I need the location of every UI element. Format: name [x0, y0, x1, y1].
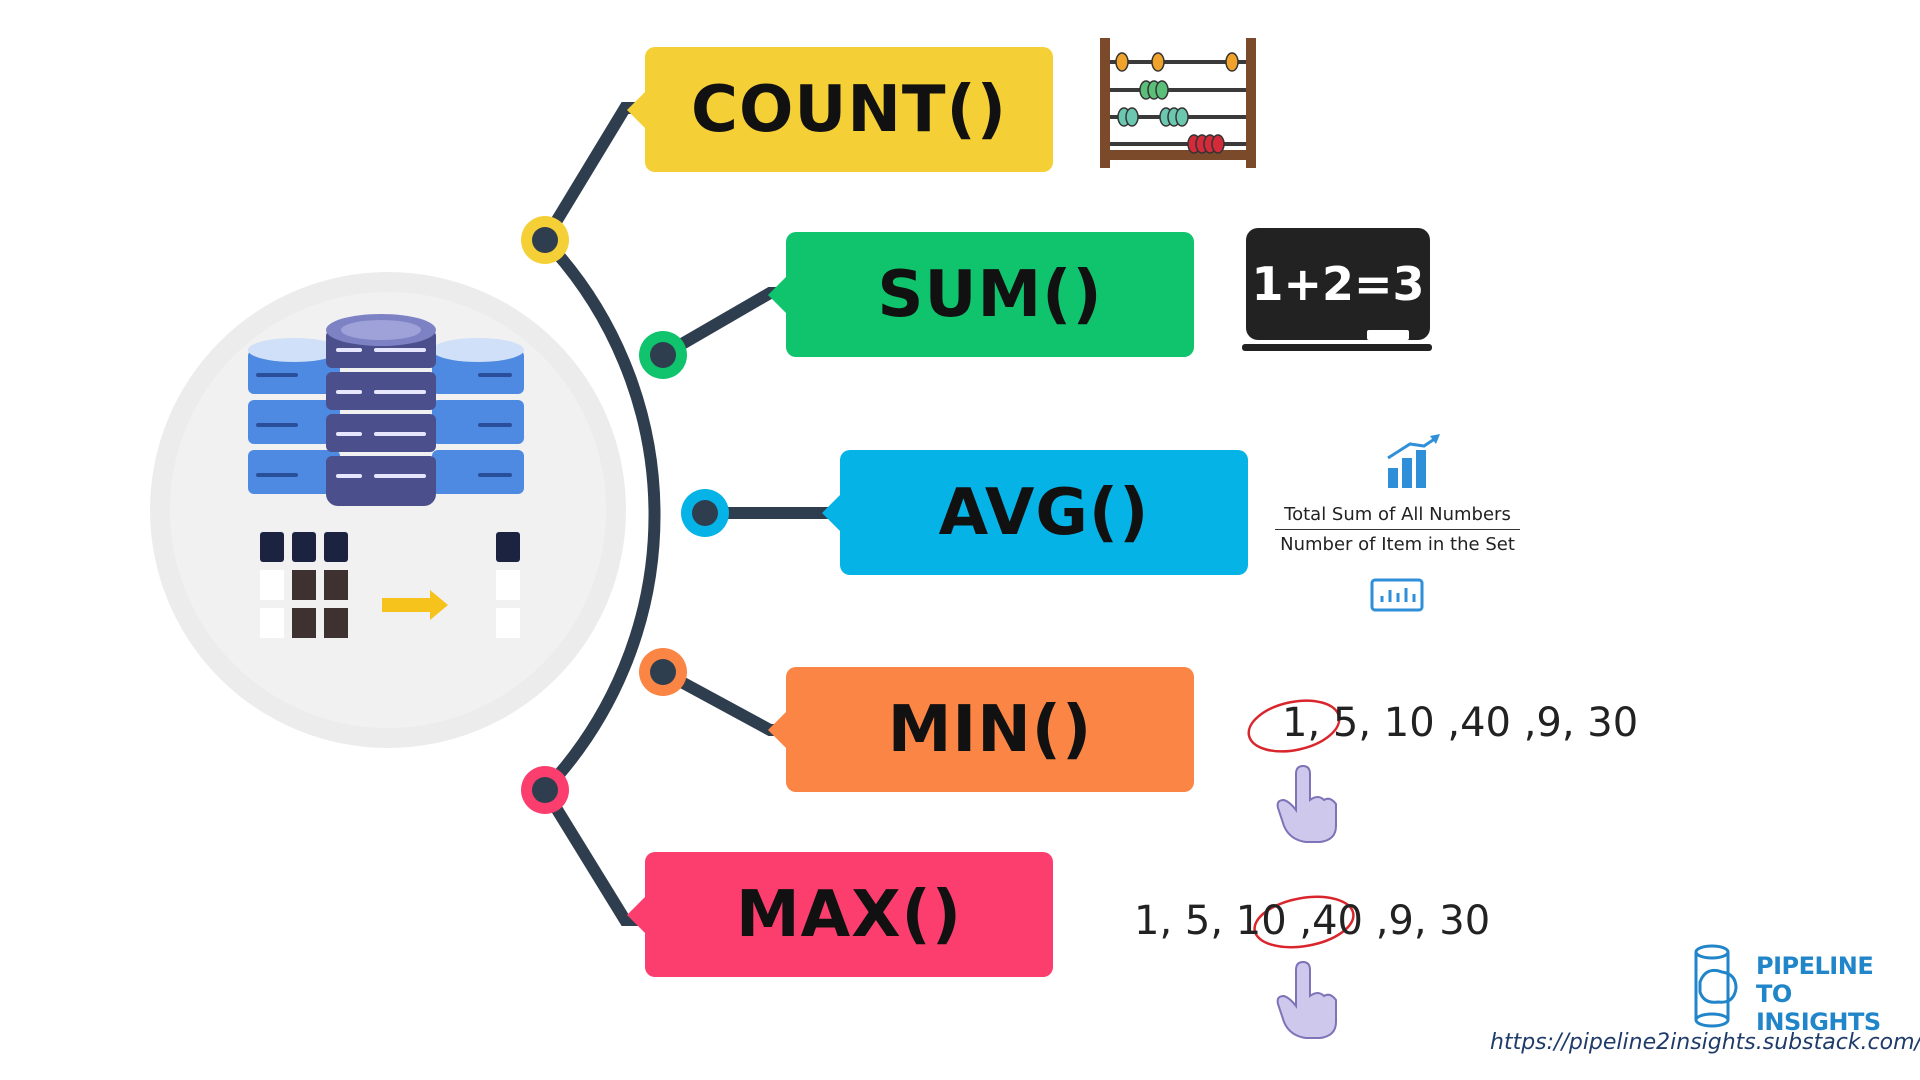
database-icon — [248, 314, 524, 506]
hand-pointer-icon — [1276, 960, 1337, 1039]
min-highlight-circle — [1247, 699, 1341, 753]
node-sum — [639, 331, 687, 379]
box-pointer — [627, 91, 645, 128]
chalkboard-eraser — [1367, 330, 1409, 340]
formula-numerator: Total Sum of All Numbers — [1275, 504, 1520, 530]
avg-function-box: AVG() — [822, 450, 1248, 575]
box-pointer — [768, 276, 786, 313]
min-example-list: 1, 5, 10 ,40 ,9, 30 — [1282, 700, 1639, 746]
sum-function-box: SUM() — [768, 232, 1194, 357]
brand-line-1: PIPELINE — [1756, 952, 1874, 980]
brand-url[interactable]: https://pipeline2insights.substack.com/ — [1490, 1030, 1920, 1055]
chalkboard-icon: 1+2=3 — [1246, 228, 1430, 340]
avg-label: AVG() — [938, 475, 1150, 550]
brain-logo-icon — [1694, 944, 1738, 1028]
node-max — [521, 766, 569, 814]
hand-pointer-icon — [1276, 764, 1337, 843]
box-pointer — [822, 494, 840, 531]
avg-formula: Total Sum of All Numbers Number of Item … — [1275, 504, 1520, 555]
count-label: COUNT() — [690, 72, 1008, 147]
brand-name: PIPELINE TO INSIGHTS — [1756, 952, 1920, 1036]
min-label: MIN() — [887, 692, 1093, 767]
arrow-right-icon — [382, 590, 448, 620]
table-reduce-icon — [260, 532, 520, 638]
box-pointer — [627, 896, 645, 933]
sum-label: SUM() — [877, 257, 1103, 332]
node-min — [639, 648, 687, 696]
bar-chart-icon — [1387, 434, 1440, 488]
max-label: MAX() — [735, 877, 963, 952]
min-function-box: MIN() — [768, 667, 1194, 792]
max-function-box: MAX() — [627, 852, 1053, 977]
max-highlight-circle — [1253, 895, 1355, 949]
formula-denominator: Number of Item in the Set — [1280, 534, 1515, 555]
chalkboard-base — [1242, 344, 1432, 351]
node-avg — [681, 489, 729, 537]
dashboard-chart-icon — [1370, 578, 1424, 612]
count-function-box: COUNT() — [627, 47, 1053, 172]
max-example-list: 1, 5, 10 ,40 ,9, 30 — [1134, 898, 1491, 944]
abacus-icon — [1100, 38, 1256, 168]
box-pointer — [768, 711, 786, 748]
brand-line-2: TO INSIGHTS — [1756, 980, 1881, 1036]
node-count — [521, 216, 569, 264]
sum-example-text: 1+2=3 — [1251, 257, 1425, 311]
